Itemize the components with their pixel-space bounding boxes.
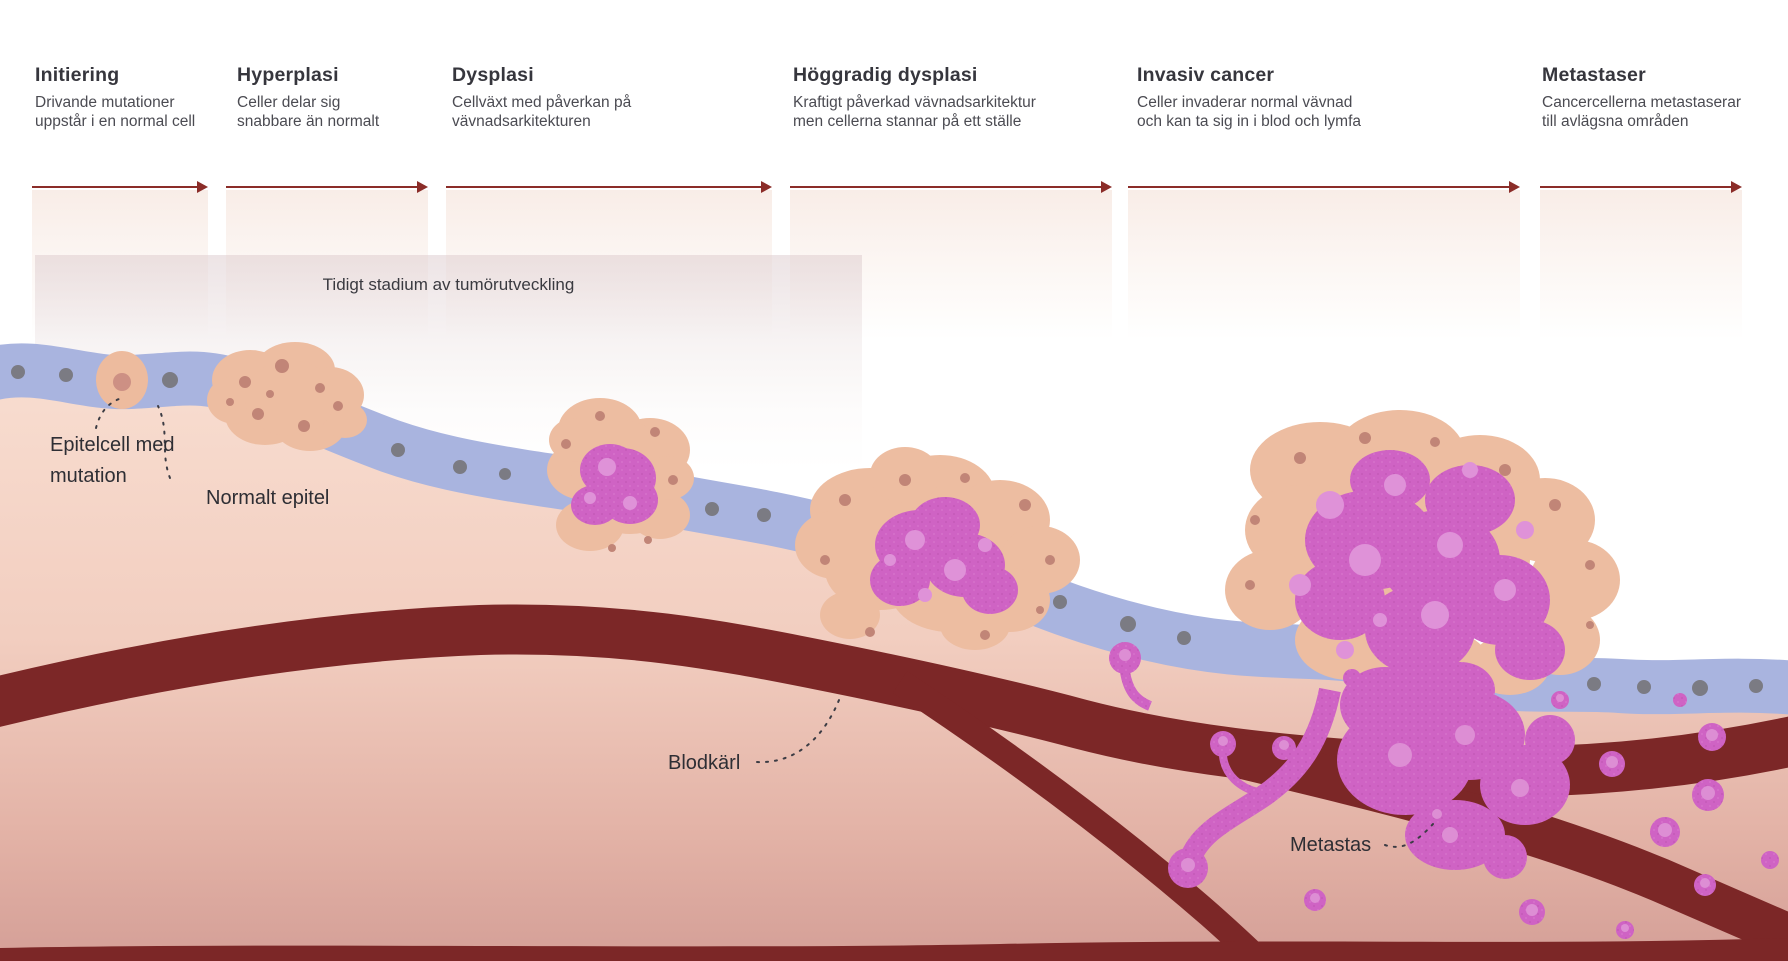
stage-title: Hyperplasi [237,64,339,86]
stage-description: Kraftigt påverkad vävnadsarkitektur men … [793,94,1036,130]
stage-title: Metastaser [1542,64,1646,86]
stage-description: Cellväxt med påverkan på vävnadsarkitekt… [452,94,632,130]
stage-header-metastaser: Metastaser Cancercellerna metastaserar t… [1542,64,1741,131]
stage-description: Drivande mutationer uppstår i en normal … [35,94,196,130]
stage-title: Dysplasi [452,64,534,86]
label-metastasis: Metastas [1290,834,1372,856]
stage-header-hyperplasi: Hyperplasi Celler delar sig snabbare än … [237,64,379,131]
epithelium-nuclei [11,365,1763,696]
leader-lines [95,397,1434,848]
stage-description: Cancercellerna metastaserar till avlägsn… [1542,94,1742,130]
stage-title: Initiering [35,64,120,86]
mutated-cell [96,351,148,409]
progression-arrow-3 [446,180,772,193]
stage-title: Invasiv cancer [1137,64,1275,86]
blood-vessel-branch [892,671,1279,961]
label-blood-vessel: Blodkärl [668,752,741,774]
progression-arrow-4 [790,180,1112,193]
tumor-high-grade-dysplasia [795,447,1080,650]
label-mutated-cell: Epitelcell med mutation [50,434,175,487]
progression-arrow-5 [1128,180,1520,193]
tumor-dysplasia [547,398,694,552]
cancer-nuclei [1289,462,1534,698]
stage-header-initiering: Initiering Drivande mutationer uppstår i… [35,64,195,131]
invasive-cancer-core [1295,450,1565,724]
stage-header-invasiv-cancer: Invasiv cancer Celler invaderar normal v… [1137,64,1361,131]
stage-title: Höggradig dysplasi [793,64,978,86]
progression-arrow-6 [1540,180,1742,193]
stage-description: Celler invaderar normal vävnad och kan t… [1137,94,1362,130]
stage-strip [1540,190,1742,340]
progression-arrow-1 [32,180,208,193]
stage-description: Celler delar sig snabbare än normalt [237,94,380,130]
metastasis-spread [1109,642,1779,939]
stage-header-dysplasi: Dysplasi Cellväxt med påverkan på vävnad… [452,64,631,131]
label-normal-epithelium: Normalt epitel [206,487,330,509]
blood-vessel-bottom [0,938,1788,961]
stage-strip [1128,190,1520,340]
progression-arrow-2 [226,180,428,193]
stage-header-hoggradig-dysplasi: Höggradig dysplasi Kraftigt påverkad väv… [793,64,1036,131]
metastasis-cells [1304,691,1779,939]
tumor-hyperplasia [207,342,367,451]
early-stage-label: Tidigt stadium av tumörutveckling [322,275,575,294]
